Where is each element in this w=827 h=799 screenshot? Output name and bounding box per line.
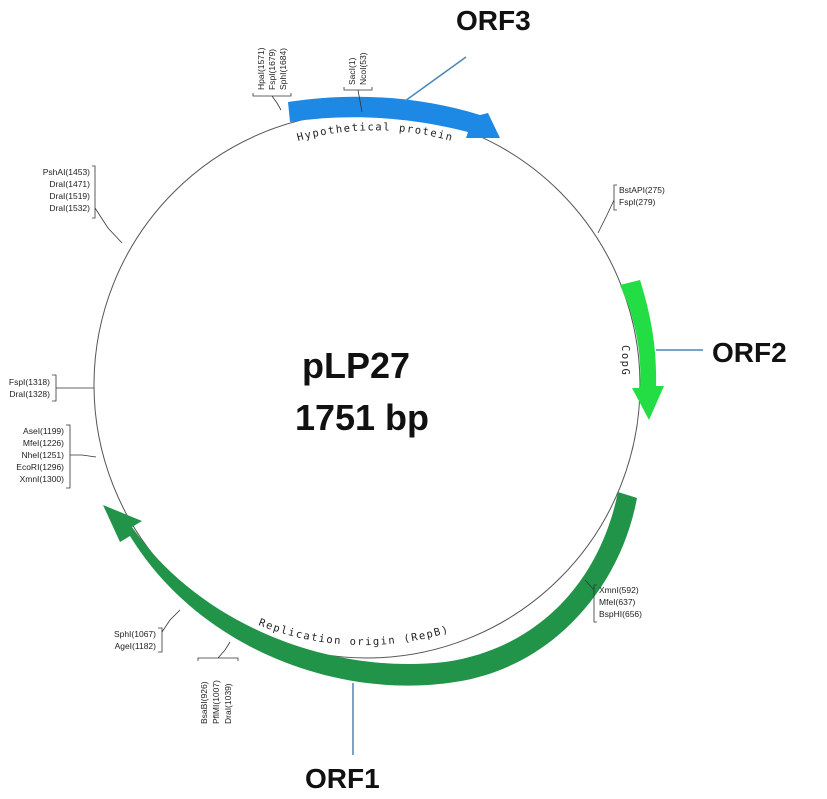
site-label: SacI(1) [347,57,357,85]
site-label: SphI(1684) [278,48,288,90]
orf1-arrow[interactable] [103,492,637,686]
site-label: DraI(1532) [49,203,90,213]
site-group-bottom: BsaBI(926) PflMI(1007) DraI(1039) [197,641,239,724]
orf3-callout-line [404,56,467,102]
site-label: NcoI(53) [358,52,368,85]
site-label: DraI(1328) [9,389,50,399]
orf1-label: ORF1 [305,763,380,794]
site-label: AseI(1199) [23,426,64,436]
orf2-label: ORF2 [712,337,787,368]
plasmid-size: 1751 bp [295,397,429,438]
site-label: EcoRI(1296) [16,462,64,472]
site-label: NheI(1251) [21,450,64,460]
site-label: FspI(279) [619,197,656,207]
site-group-mid-left: FspI(1318) DraI(1328) [9,374,94,402]
site-label: FspI(1679) [267,49,277,90]
site-group-lower-left: SphI(1067) AgeI(1182) [114,609,181,653]
site-label: SphI(1067) [114,629,156,639]
site-label: HpaI(1571) [256,47,266,90]
orf2-arrow[interactable] [620,280,664,420]
site-label: PshAI(1453) [43,167,90,177]
site-label: PflMI(1007) [211,680,221,724]
site-group-top-left: HpaI(1571) FspI(1679) SphI(1684) [252,47,292,111]
orf2-feature-label: CopG [619,345,631,376]
site-label: DraI(1471) [49,179,90,189]
site-label: XmnI(592) [599,585,639,595]
orf3-arrow[interactable] [288,96,500,138]
site-group-left: AseI(1199) MfeI(1226) NheI(1251) EcoRI(1… [16,424,97,489]
site-group-upper-left: PshAI(1453) DraI(1471) DraI(1519) DraI(1… [43,165,123,244]
orf3-feature-label: Hypothetical protein [296,121,455,144]
site-label: BspHI(656) [599,609,642,619]
orf3-label: ORF3 [456,5,531,36]
site-label: FspI(1318) [9,377,50,387]
site-label: DraI(1039) [223,683,233,724]
site-label: MfeI(1226) [23,438,64,448]
site-group-upper-right: BstAPI(275) FspI(279) [597,184,665,234]
site-label: BsaBI(926) [199,681,209,724]
plasmid-name: pLP27 [302,345,410,386]
site-label: DraI(1519) [49,191,90,201]
site-label: AgeI(1182) [115,641,157,651]
site-label: XmnI(1300) [20,474,65,484]
site-label: BstAPI(275) [619,185,665,195]
site-group-lower-right: XmnI(592) MfeI(637) BspHI(656) [584,579,642,623]
site-group-top: SacI(1) NcoI(53) [343,52,373,113]
site-label: MfeI(637) [599,597,636,607]
